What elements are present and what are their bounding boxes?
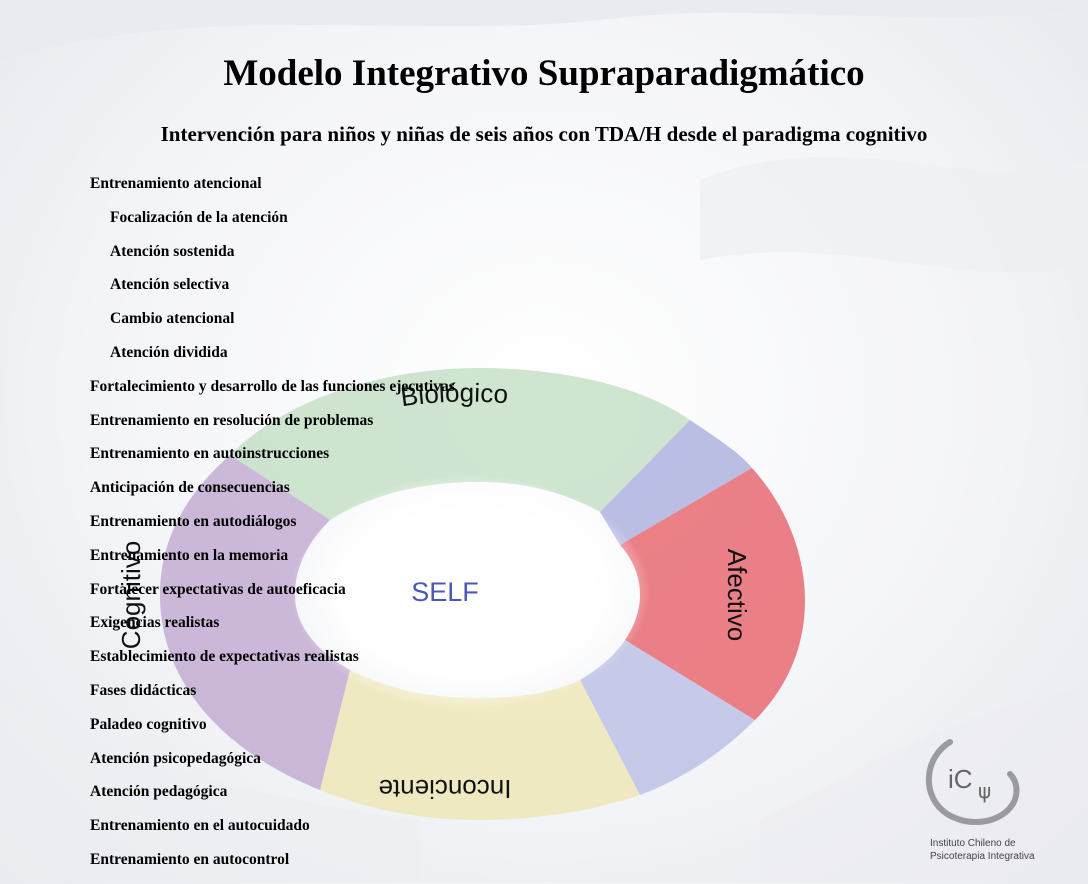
- intervention-item: Anticipación de consecuencias: [90, 479, 290, 497]
- self-label: SELF: [411, 577, 479, 607]
- segment-label-cognitivo: Cognitivo: [116, 541, 146, 649]
- segment-unlabeled-top-right: [600, 420, 752, 545]
- slide-title: Modelo Integrativo Supraparadigmático: [223, 53, 865, 94]
- intervention-item: Entrenamiento en autocontrol: [90, 850, 290, 868]
- logo-caption-line1: Instituto Chileno de: [930, 838, 1016, 849]
- logo-caption: Instituto Chileno de Psicoterapia Integr…: [930, 837, 1080, 863]
- intervention-item: Entrenamiento atencional: [90, 175, 262, 192]
- intervention-item: Atención dividida: [110, 343, 228, 361]
- segment-label-biologico: Biológico: [399, 378, 509, 413]
- intervention-item: Atención sostenida: [110, 242, 235, 260]
- institute-logo: iC ψ: [925, 739, 1020, 825]
- segment-biologico: [230, 368, 690, 520]
- segment-inconciente: [320, 670, 640, 820]
- segment-unlabeled-bottom-right: [580, 640, 755, 795]
- intervention-item: Entrenamiento en autodiálogos: [90, 512, 297, 530]
- self-core: [290, 474, 650, 710]
- intervention-item: Exigencias realistas: [90, 614, 220, 632]
- segment-label-afectivo: Afectivo: [722, 549, 752, 642]
- intervention-item: Entrenamiento en la memoria: [90, 546, 289, 564]
- logo-caption-line2: Psicoterapia Integrativa: [930, 851, 1035, 862]
- segment-label-inconciente: Inconciente: [379, 774, 512, 804]
- intervention-item: Entrenamiento en el autocuidado: [90, 817, 310, 835]
- intervention-item: Focalización de la atención: [110, 208, 288, 226]
- intervention-item: Fortalecer expectativas de autoeficacia: [90, 580, 346, 598]
- intervention-item: Entrenamiento en resolución de problemas: [90, 411, 374, 429]
- intervention-item: Paladeo cognitivo: [90, 715, 207, 733]
- slide-subtitle: Intervención para niños y niñas de seis …: [160, 122, 928, 146]
- intervention-item: Cambio atencional: [110, 310, 235, 328]
- logo-psi-icon: ψ: [978, 779, 991, 803]
- intervention-item: Atención psicopedagógica: [90, 749, 261, 767]
- intervention-item: Fases didácticas: [90, 681, 197, 699]
- intervention-item: Entrenamiento en autoinstrucciones: [90, 445, 330, 463]
- segment-cognitivo: [160, 455, 350, 790]
- segment-afectivo: [620, 468, 805, 720]
- intervention-item: Establecimiento de expectativas realista…: [90, 648, 359, 666]
- logo-mark: iC: [948, 764, 973, 794]
- intervention-item: Fortalecimiento y desarrollo de las func…: [90, 377, 455, 395]
- intervention-item: Atención selectiva: [110, 276, 230, 294]
- logo-swirl-icon: [925, 739, 1020, 825]
- intervention-item: Atención pedagógica: [90, 783, 228, 801]
